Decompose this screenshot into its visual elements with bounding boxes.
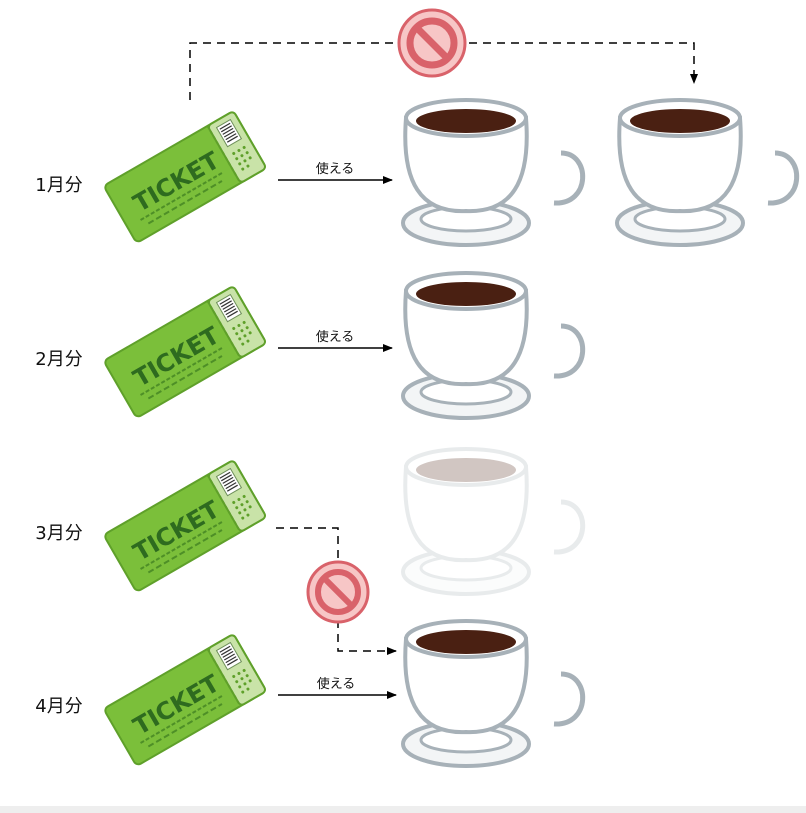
prohibited-icon — [397, 8, 467, 78]
edge-label-row-2: 使える — [315, 330, 355, 345]
coffee-cup-icon — [617, 100, 797, 245]
edge-label-row-1: 使える — [315, 162, 355, 177]
coffee-cup-icon — [403, 621, 583, 766]
dashed-carryover-connector-2 — [276, 527, 397, 655]
month-label-1: 1月分 — [35, 175, 83, 196]
coffee-cup-icon — [403, 273, 583, 418]
prohibited-icon — [306, 560, 370, 624]
month-label-2: 2月分 — [35, 349, 83, 370]
bottom-strip — [0, 806, 806, 813]
month-label-3: 3月分 — [35, 523, 83, 544]
faded-coffee-cup-icon — [403, 449, 583, 594]
coffee-cup-icon — [403, 100, 583, 245]
month-label-4: 4月分 — [35, 696, 83, 717]
edge-label-row-4: 使える — [316, 677, 356, 692]
